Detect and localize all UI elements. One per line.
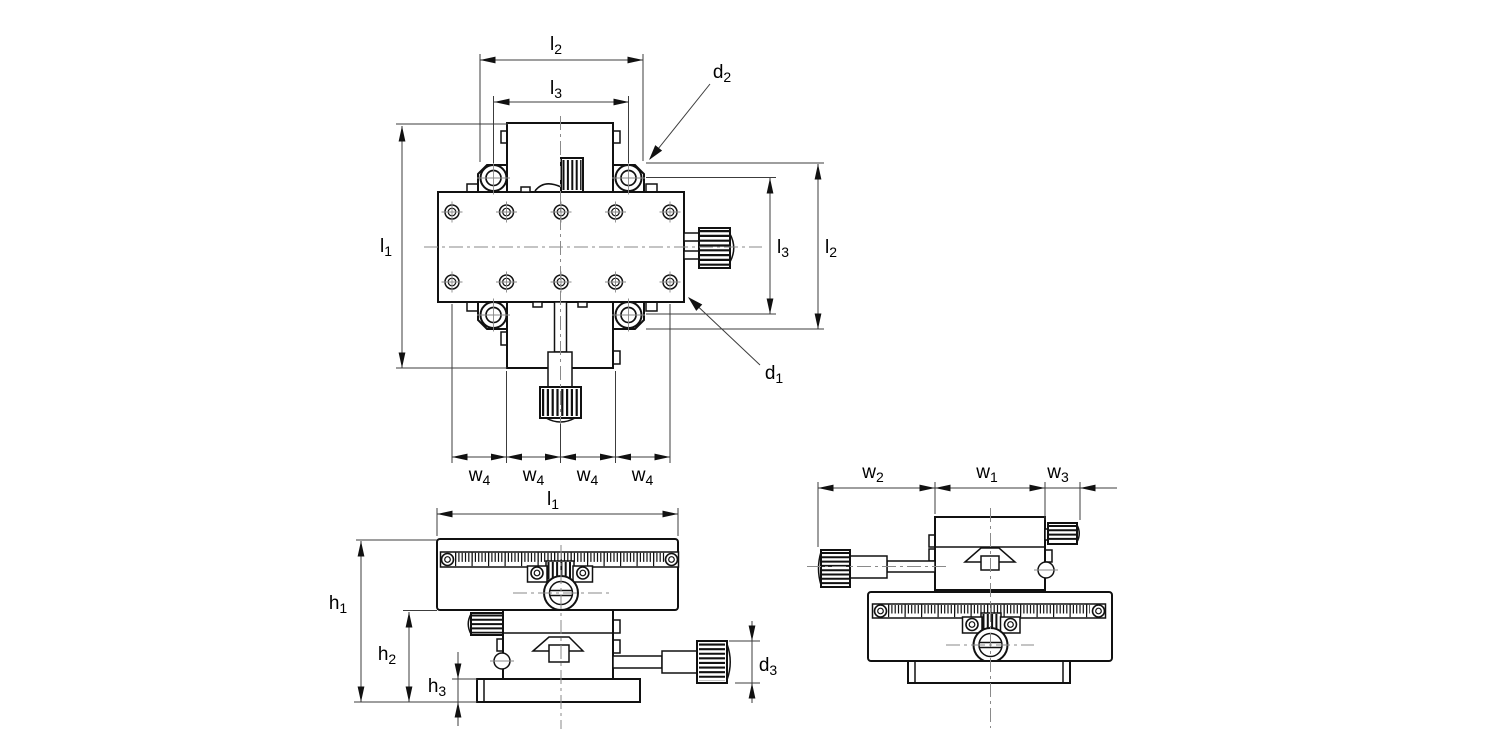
centerlines-side [807,508,1034,728]
label-l2-top: l2 [550,34,562,57]
extension-lines-top [396,54,824,463]
top-view: l2 l3 d2 l1 l3 l2 d1 w4 w4 w4 w4 [380,34,837,488]
x-drive-knob-side [817,549,936,588]
x-drive-knob-front [612,640,731,684]
rack-clamp-front [526,560,594,583]
upper-carriage-side [928,516,1058,591]
dimension-arrowheads [357,56,1096,718]
centerlines-front [513,545,609,729]
extension-lines-front [354,508,760,703]
label-l2-right: l2 [825,237,837,260]
ruler-scale-front [439,551,680,568]
label-l3-top: l3 [550,78,562,101]
label-w2: w2 [861,462,884,485]
centerlines-top [424,116,762,450]
d2-leader-line [649,83,711,160]
ruler-scale-side [871,603,1107,619]
label-w4-2: w4 [522,465,545,488]
side-view: w2 w1 w3 [807,462,1117,728]
label-w4-1: w4 [468,465,491,488]
label-h3: h3 [428,676,447,699]
front-view: l1 h1 h2 h3 d3 [329,489,778,729]
label-l1-front: l1 [547,489,559,512]
label-h2: h2 [378,644,397,667]
base-plate-side [907,660,1071,684]
base-plate-front [476,678,641,703]
label-w1: w1 [975,462,998,485]
middle-carriage-front [490,609,621,680]
d1-leader-line [688,297,761,366]
y-drive-knob-front [467,612,504,636]
label-w4-3: w4 [576,465,599,488]
label-d3: d3 [759,655,778,678]
label-d2: d2 [713,62,732,85]
label-w3: w3 [1046,462,1069,485]
label-w4-4: w4 [631,465,654,488]
label-d1: d1 [765,363,784,386]
label-h1: h1 [329,593,348,616]
y-drive-knob-side [1044,522,1080,545]
x-drive-knob-top [683,227,735,269]
label-l3-right: l3 [777,237,789,260]
label-l1-top: l1 [380,236,392,259]
